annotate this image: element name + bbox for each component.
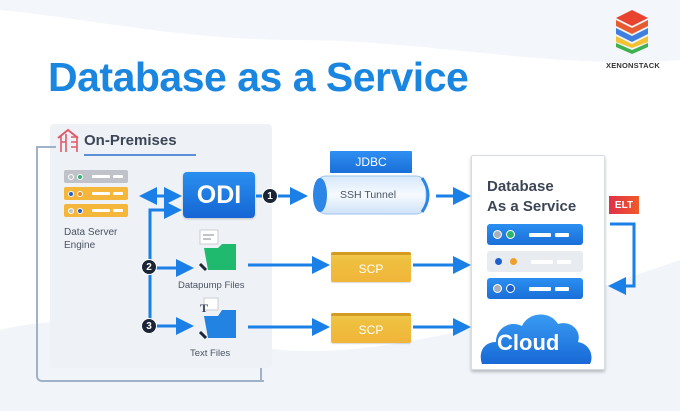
server-unit xyxy=(64,187,128,200)
stacked-layers-logo-icon xyxy=(616,10,648,54)
server-bar xyxy=(555,232,569,237)
scp-box-text: SCP xyxy=(331,313,411,343)
daas-title-line2: As a Service xyxy=(487,198,577,215)
logo-text: XENONSTACK xyxy=(606,61,660,70)
text-files-label: Text Files xyxy=(190,348,231,359)
ssh-tunnel-icon xyxy=(313,175,430,215)
status-dot xyxy=(493,230,502,239)
data-server-label-line1: Data Server xyxy=(64,227,118,238)
status-dot xyxy=(493,284,502,293)
svg-text:T: T xyxy=(200,301,208,315)
status-dot xyxy=(77,190,83,197)
server-unit xyxy=(64,170,128,183)
status-dot xyxy=(77,207,83,214)
on-premises-label: On-Premises xyxy=(84,132,177,149)
server-bar xyxy=(531,259,553,264)
building-icon xyxy=(57,128,79,152)
cloud-label: Cloud xyxy=(497,330,560,355)
frame-edge xyxy=(36,146,56,148)
status-dot xyxy=(506,230,515,239)
status-dot xyxy=(68,173,74,180)
elt-badge: ELT xyxy=(609,196,639,214)
ssh-tunnel-label: SSH Tunnel xyxy=(340,189,397,201)
server-unit xyxy=(64,204,128,217)
server-bar xyxy=(113,192,123,195)
server-bar xyxy=(555,286,569,291)
server-bar xyxy=(113,175,123,178)
xenonstack-logo: XENONSTACK xyxy=(606,8,660,70)
daas-title: Database As a Service xyxy=(487,177,576,217)
odi-box: ODI xyxy=(183,172,255,218)
datapump-files-icon xyxy=(198,229,236,272)
on-premises-frame xyxy=(36,146,264,382)
step-1-badge: 1 xyxy=(262,188,278,204)
cloud-server-unit xyxy=(487,251,583,272)
step-3-badge: 3 xyxy=(141,318,157,334)
server-bar xyxy=(92,209,110,212)
status-dot xyxy=(510,258,517,265)
server-bar xyxy=(92,175,110,178)
status-dot xyxy=(77,173,83,180)
server-bar xyxy=(557,259,571,264)
status-dot xyxy=(68,190,74,197)
step-2-badge: 2 xyxy=(141,259,157,275)
data-server-label-line2: Engine xyxy=(64,240,96,251)
cloud-icon xyxy=(480,314,592,364)
text-files-icon: T xyxy=(198,297,236,340)
datapump-files-label: Datapump Files xyxy=(178,280,245,291)
cloud-server-unit xyxy=(487,224,583,245)
server-bar xyxy=(113,209,123,212)
status-dot xyxy=(68,207,74,214)
label-underline xyxy=(84,154,196,156)
server-bar xyxy=(92,192,110,195)
frame-edge xyxy=(260,368,262,380)
server-bar xyxy=(529,232,551,237)
status-dot xyxy=(495,258,502,265)
jdbc-label: JDBC xyxy=(330,151,412,173)
status-dot xyxy=(506,284,515,293)
server-bar xyxy=(529,286,551,291)
page-title: Database as a Service xyxy=(48,54,469,100)
data-server-label: Data Server Engine xyxy=(64,226,117,252)
daas-title-line1: Database xyxy=(487,178,554,195)
scp-box-datapump: SCP xyxy=(331,252,411,282)
cloud-server-unit xyxy=(487,278,583,299)
